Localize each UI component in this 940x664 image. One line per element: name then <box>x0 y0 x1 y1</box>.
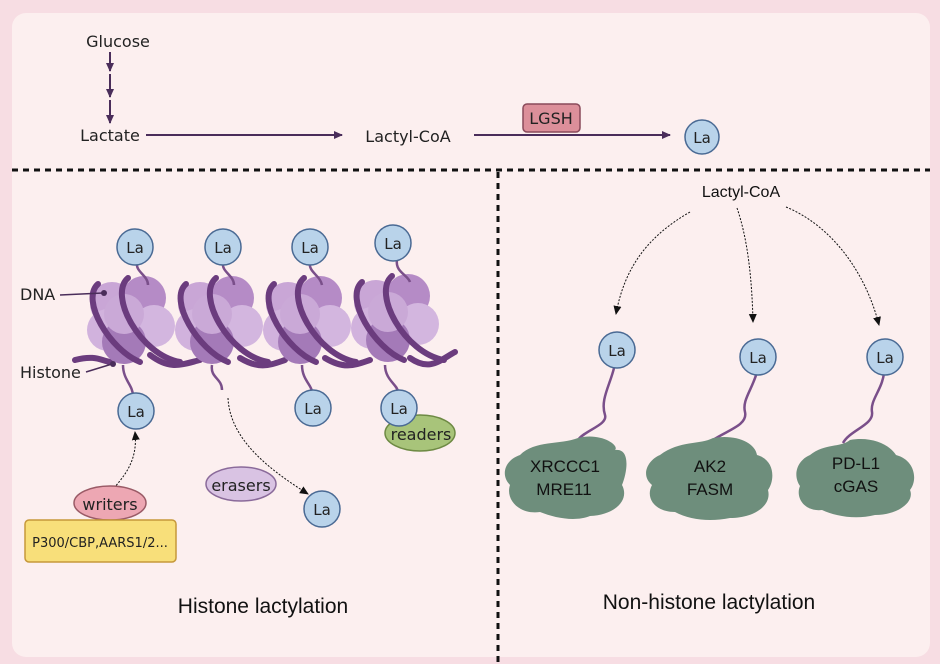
histone-tail <box>300 364 314 393</box>
la-circle-bottom-1: La <box>117 392 155 430</box>
svg-text:La: La <box>304 400 322 418</box>
svg-text:XRCCC1: XRCCC1 <box>530 457 600 476</box>
dna-pointer-dot <box>101 290 107 296</box>
histone-section-title: Histone lactylation <box>178 595 348 618</box>
arrow-to-protein-3 <box>785 206 881 326</box>
nucleosome-4 <box>351 274 444 362</box>
protein-blob-3: PD-L1 cGAS <box>796 439 915 518</box>
dna-label: DNA <box>20 285 55 304</box>
readers-label: readers <box>391 425 452 444</box>
svg-text:La: La <box>608 342 626 360</box>
svg-text:La: La <box>214 239 232 257</box>
histone-tail <box>395 259 412 283</box>
la-circle-product <box>684 119 720 155</box>
nucleosome-2 <box>175 276 268 364</box>
lgsh-enzyme-box <box>522 103 581 133</box>
svg-text:La: La <box>749 349 767 367</box>
nonhistone-source-label: Lactyl-CoA <box>702 184 781 201</box>
svg-text:La: La <box>390 400 408 418</box>
svg-text:La: La <box>301 239 319 257</box>
svg-text:La: La <box>126 239 144 257</box>
la-circle-protein-3: La <box>866 338 904 376</box>
glucose-label: Glucose <box>86 32 150 51</box>
protein-tail <box>712 371 759 442</box>
la-circle-protein-2: La <box>739 338 777 376</box>
lactate-label: Lactate <box>80 126 140 145</box>
dna-pointer <box>59 292 104 296</box>
svg-text:AK2: AK2 <box>694 457 726 476</box>
svg-text:PD-L1: PD-L1 <box>832 454 880 473</box>
svg-text:MRE11: MRE11 <box>536 480 591 499</box>
svg-text:La: La <box>384 235 402 253</box>
histone-tail <box>121 364 135 397</box>
histone-label: Histone <box>20 363 81 382</box>
svg-text:FASM: FASM <box>687 480 733 499</box>
nucleosome-1 <box>87 276 180 364</box>
la-circle-erased: La <box>303 490 341 528</box>
erasers-label: erasers <box>211 476 270 495</box>
la-circle-protein-1: La <box>598 331 636 369</box>
la-circle-bottom-3: La <box>294 389 332 427</box>
la-circle-top-1: La <box>116 228 154 266</box>
svg-text:La: La <box>313 501 331 519</box>
writers-arrow <box>113 431 140 489</box>
nonhistone-section: Lactyl-CoA XRCCC1 MRE11 AK2 FASM PD-L1 c… <box>504 184 915 614</box>
nonhistone-section-title: Non-histone lactylation <box>603 591 815 614</box>
histone-tail <box>210 364 224 391</box>
protein-tail <box>841 372 886 444</box>
la-label-product: La <box>693 129 711 147</box>
erasers-ellipse <box>205 466 277 502</box>
writers-label: writers <box>82 495 137 514</box>
arrow-to-protein-1 <box>613 211 691 315</box>
writers-examples-box <box>24 519 177 563</box>
histone-pointer <box>85 363 113 373</box>
la-circle-top-3: La <box>291 228 329 266</box>
lactyl-coa-label: Lactyl-CoA <box>365 127 450 146</box>
histone-section: readers La La La La La La La La DNA Hist… <box>20 224 458 618</box>
la-circle-bottom-4: La <box>380 389 418 427</box>
svg-text:cGAS: cGAS <box>834 477 878 496</box>
glycolysis-pathway: Glucose Lactate Lactyl-CoA LGSH La <box>80 32 720 155</box>
protein-blob-1: XRCCC1 MRE11 <box>504 436 627 519</box>
dna-strand <box>72 349 458 369</box>
svg-text:La: La <box>127 403 145 421</box>
nucleosome-3 <box>263 276 356 364</box>
lgsh-label: LGSH <box>529 109 573 128</box>
histone-tail <box>383 364 400 393</box>
protein-blob-2: AK2 FASM <box>646 436 773 520</box>
la-circle-top-2: La <box>204 228 242 266</box>
svg-text:La: La <box>876 349 894 367</box>
protein-tail <box>576 367 616 441</box>
la-circle-top-4: La <box>374 224 412 262</box>
histone-pointer-dot <box>110 361 116 367</box>
writers-examples-label: P300/CBP,AARS1/2... <box>32 536 168 551</box>
arrow-to-protein-2 <box>736 207 757 323</box>
